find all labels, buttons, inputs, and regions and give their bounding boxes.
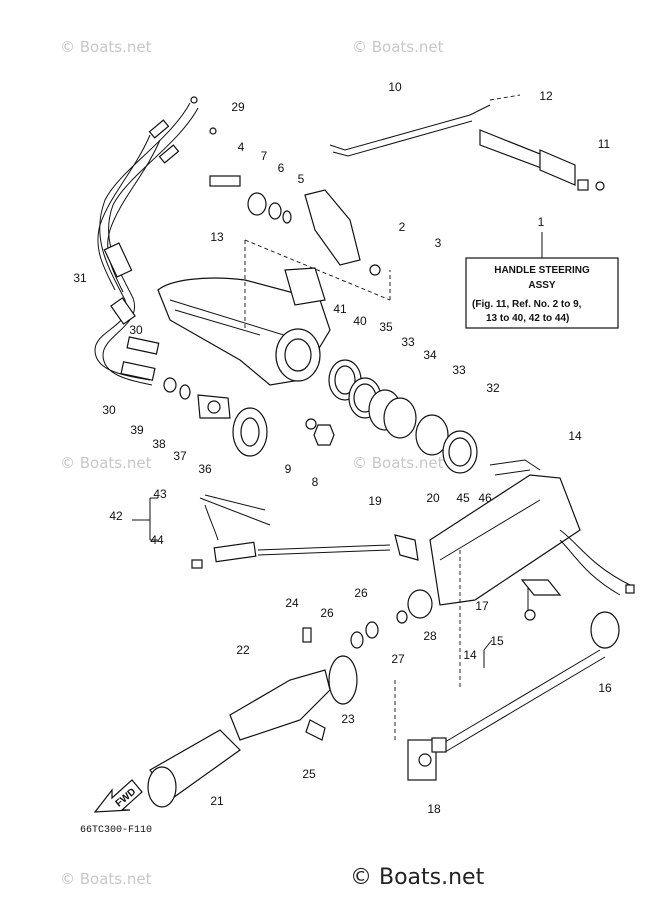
steering-bracket bbox=[329, 94, 605, 191]
note-line: (Fig. 11, Ref. No. 2 to 9, bbox=[472, 299, 582, 310]
callout-36: 36 bbox=[198, 462, 212, 476]
throttle-cables bbox=[94, 96, 217, 386]
callout-3: 3 bbox=[435, 236, 442, 250]
callout-44: 44 bbox=[150, 533, 164, 547]
callout-32: 32 bbox=[486, 381, 500, 395]
callout-33: 33 bbox=[401, 335, 415, 349]
callout-26: 26 bbox=[354, 586, 368, 600]
note-line: ASSY bbox=[528, 280, 556, 291]
callout-4: 4 bbox=[238, 140, 245, 154]
callout-33: 33 bbox=[452, 363, 466, 377]
callout-25: 25 bbox=[302, 767, 316, 781]
callout-1: 1 bbox=[538, 215, 545, 229]
callout-11: 11 bbox=[598, 137, 611, 151]
callout-19: 19 bbox=[368, 494, 382, 508]
callout-34: 34 bbox=[423, 348, 437, 362]
callout-17: 17 bbox=[475, 599, 489, 613]
callout-39: 39 bbox=[130, 423, 144, 437]
callout-14: 14 bbox=[568, 429, 582, 443]
callout-30: 30 bbox=[102, 403, 116, 417]
callout-42: 42 bbox=[109, 509, 123, 523]
callout-24: 24 bbox=[285, 596, 299, 610]
callout-5: 5 bbox=[298, 172, 305, 186]
steering-handle-body bbox=[157, 175, 391, 386]
callout-18: 18 bbox=[427, 802, 441, 816]
watermark: © Boats.net bbox=[60, 38, 152, 56]
callout-22: 22 bbox=[236, 643, 250, 657]
steering-shaft bbox=[431, 579, 620, 753]
watermark: © Boats.net bbox=[352, 38, 444, 56]
ring-stack bbox=[328, 359, 478, 474]
callout-7: 7 bbox=[261, 149, 268, 163]
note-line: HANDLE STEERING bbox=[494, 265, 590, 276]
fwd-arrow: FWD bbox=[93, 779, 143, 813]
callout-28: 28 bbox=[423, 629, 437, 643]
callout-30: 30 bbox=[129, 323, 143, 337]
callout-27: 27 bbox=[391, 652, 405, 666]
callout-29: 29 bbox=[231, 100, 245, 114]
callout-15: 15 bbox=[490, 634, 504, 648]
callout-26: 26 bbox=[320, 606, 334, 620]
callout-38: 38 bbox=[152, 437, 166, 451]
callout-21: 21 bbox=[210, 794, 224, 808]
callout-16: 16 bbox=[598, 681, 612, 695]
note-line: 13 to 40, 42 to 44) bbox=[486, 313, 569, 324]
watermark: © Boats.net bbox=[60, 870, 152, 888]
left-small-parts bbox=[163, 377, 335, 457]
callout-35: 35 bbox=[379, 320, 393, 334]
throttle-grip bbox=[147, 610, 408, 808]
callout-45: 45 bbox=[456, 491, 470, 505]
callout-8: 8 bbox=[312, 475, 319, 489]
callout-2: 2 bbox=[399, 220, 406, 234]
watermark: © Boats.net bbox=[60, 454, 152, 472]
callout-43: 43 bbox=[153, 487, 167, 501]
callout-37: 37 bbox=[173, 449, 187, 463]
callout-46: 46 bbox=[478, 491, 492, 505]
callout-12: 12 bbox=[539, 89, 553, 103]
callout-20: 20 bbox=[426, 491, 440, 505]
watermark-main: © Boats.net bbox=[350, 865, 485, 890]
note-box: HANDLE STEERING ASSY (Fig. 11, Ref. No. … bbox=[465, 232, 619, 329]
callout-9: 9 bbox=[285, 462, 292, 476]
callout-41: 41 bbox=[333, 302, 347, 316]
callout-13: 13 bbox=[210, 230, 224, 244]
callout-6: 6 bbox=[278, 161, 285, 175]
callout-23: 23 bbox=[341, 712, 355, 726]
callout-31: 31 bbox=[73, 271, 87, 285]
tiller-handle bbox=[191, 459, 635, 781]
callout-14: 14 bbox=[463, 648, 477, 662]
diagram-code: 66TC300-F110 bbox=[80, 825, 152, 836]
callout-10: 10 bbox=[388, 80, 402, 94]
watermark: © Boats.net bbox=[352, 454, 444, 472]
callout-40: 40 bbox=[353, 314, 367, 328]
